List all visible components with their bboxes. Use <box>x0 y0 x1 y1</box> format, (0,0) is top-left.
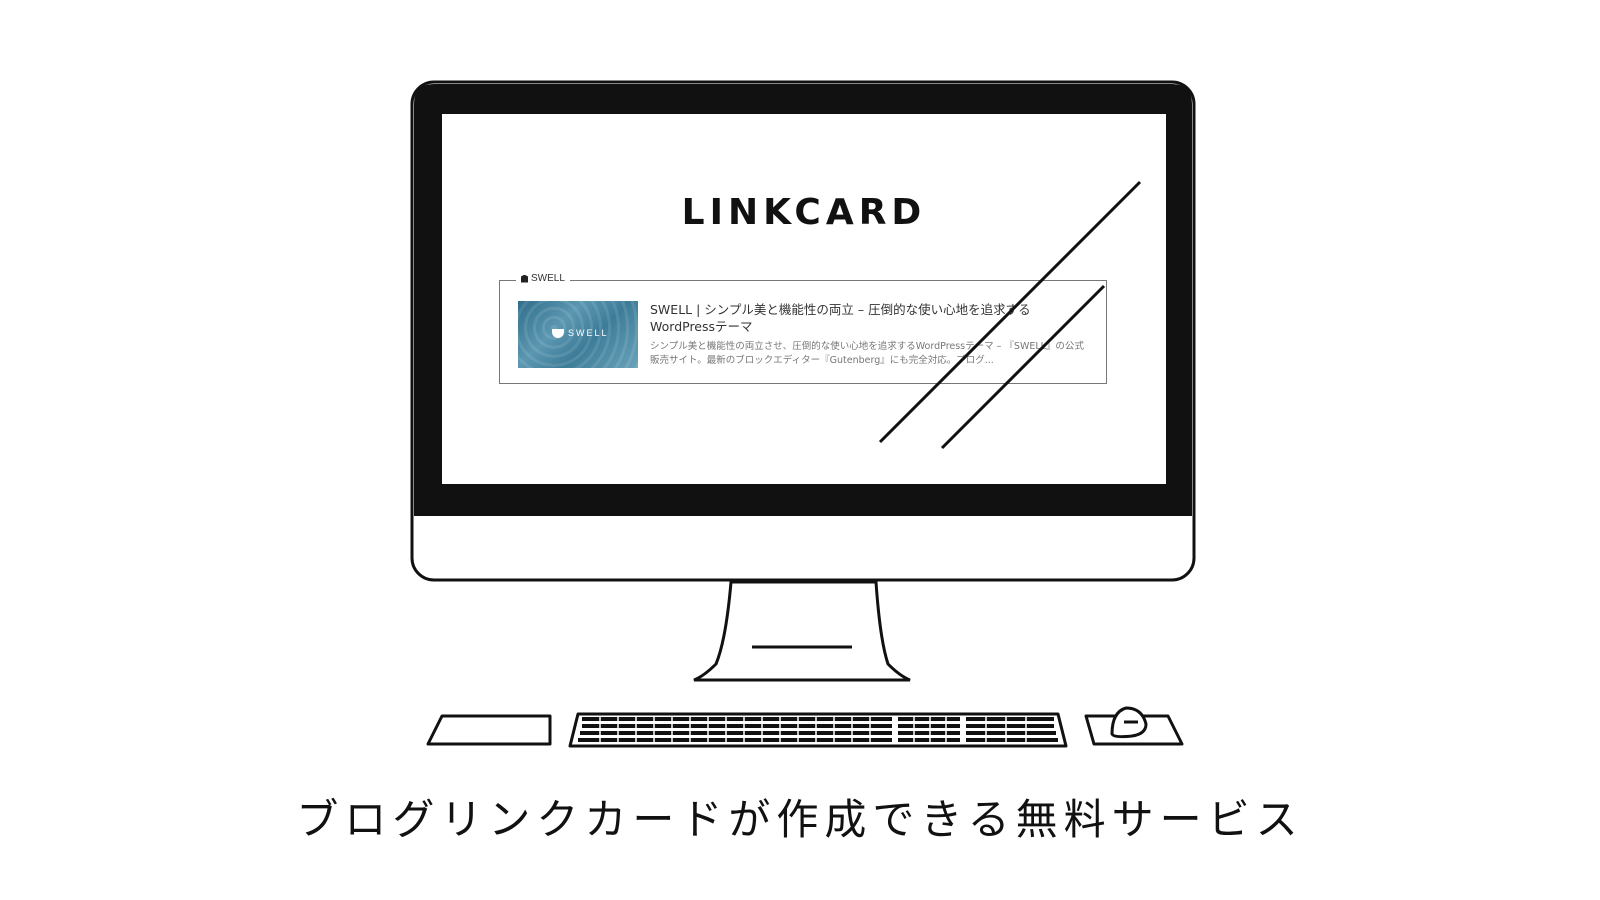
monitor-stand <box>693 580 911 682</box>
screen-content: LINKCARD SWELL SWELL SWELL | シンプル美と機能性の両… <box>442 114 1166 484</box>
link-card[interactable]: SWELL SWELL SWELL | シンプル美と機能性の両立 – 圧倒的な使… <box>499 273 1107 384</box>
card-description: シンプル美と機能性の両立させ、圧倒的な使い心地を追求するWordPressテーマ… <box>650 341 1084 366</box>
swell-logo-icon <box>521 274 528 283</box>
keyboard-keys <box>578 717 1058 742</box>
caption: ブログリンクカードが作成できる無料サービス <box>296 795 1304 844</box>
card-title[interactable]: SWELL | シンプル美と機能性の両立 – 圧倒的な使い心地を追求するWord… <box>650 302 1031 334</box>
hero-title: LINKCARD <box>681 192 927 233</box>
thumbnail-brand-text: SWELL <box>568 328 609 338</box>
card-source-label: SWELL <box>531 273 565 284</box>
thumbnail-brand: SWELL <box>552 328 609 338</box>
bird-logo-icon <box>552 328 564 338</box>
trackpad <box>426 714 552 746</box>
card-source: SWELL <box>516 273 570 284</box>
card-thumbnail[interactable]: SWELL <box>518 301 638 368</box>
card-text: SWELL | シンプル美と機能性の両立 – 圧倒的な使い心地を追求するWord… <box>650 301 1090 368</box>
